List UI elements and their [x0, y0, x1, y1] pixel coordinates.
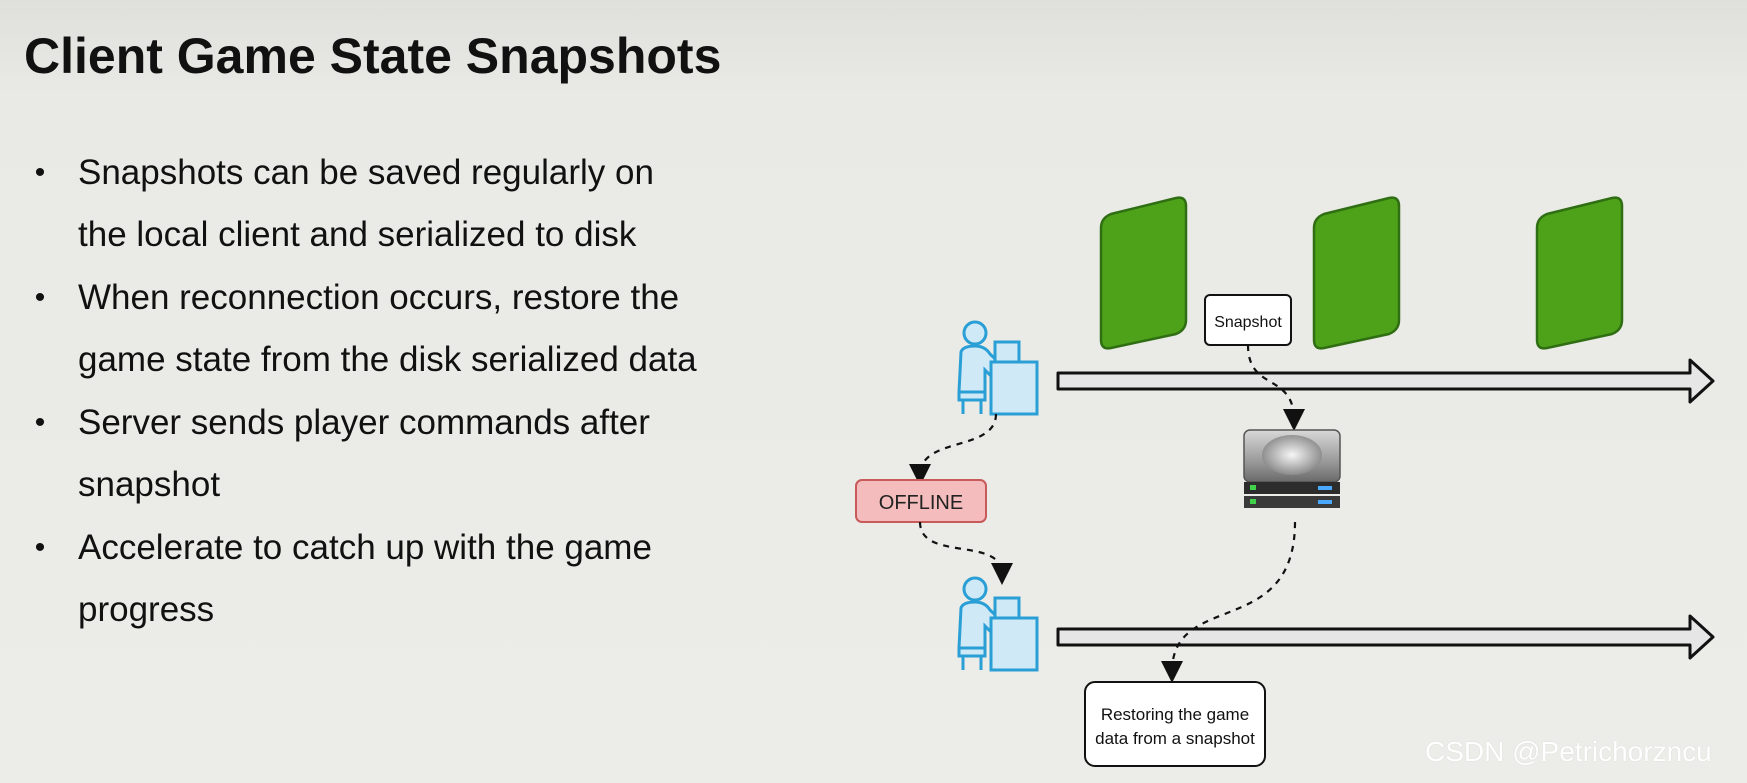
snapshot-to-disk-connector [1246, 344, 1305, 431]
bullet-line: Server sends player commands after [78, 403, 650, 442]
game-frame [1312, 196, 1401, 350]
disk-to-restore-connector [1161, 521, 1297, 683]
bullet-marker: • [34, 531, 46, 564]
bullet-line: the local client and serialized to disk [78, 215, 637, 254]
offline-to-user-connector [918, 521, 1013, 585]
bullet-marker: • [34, 156, 46, 189]
game-frame [1099, 196, 1188, 350]
hard-drive-icon [1243, 429, 1341, 508]
bullet-marker: • [34, 281, 46, 314]
offline-label: OFFLINE [879, 492, 963, 514]
bullet-item: • When reconnection occurs, restore the … [30, 267, 790, 391]
bullet-item: • Accelerate to catch up with the game p… [30, 517, 790, 641]
bullet-list: • Snapshots can be saved regularly on th… [30, 142, 790, 642]
bullet-line: When reconnection occurs, restore the [78, 278, 680, 317]
restore-label-line: data from a snapshot [1095, 729, 1255, 748]
user-at-computer-icon [957, 576, 1039, 672]
timeline-arrow-top [1056, 358, 1715, 404]
snapshot-label: Snapshot [1214, 314, 1282, 331]
user-to-offline-connector [909, 413, 998, 486]
bullet-item: • Snapshots can be saved regularly on th… [30, 142, 790, 266]
bullet-line: Accelerate to catch up with the game [78, 528, 652, 567]
bullet-line: game state from the disk serialized data [78, 340, 697, 379]
restore-box [1084, 681, 1266, 767]
bullet-item: • Server sends player commands after sna… [30, 392, 790, 516]
bullet-marker: • [34, 406, 46, 439]
watermark: CSDN @Petrichorzncu [1425, 736, 1712, 767]
slide-title: Client Game State Snapshots [24, 28, 722, 84]
restore-label-line: Restoring the game [1101, 705, 1249, 724]
timeline-arrow-bottom [1056, 614, 1715, 660]
user-at-computer-icon [957, 320, 1039, 416]
game-frame [1535, 196, 1624, 350]
bullet-line: Snapshots can be saved regularly on [78, 153, 654, 192]
bullet-line: progress [78, 590, 215, 629]
bullet-line: snapshot [78, 465, 221, 504]
